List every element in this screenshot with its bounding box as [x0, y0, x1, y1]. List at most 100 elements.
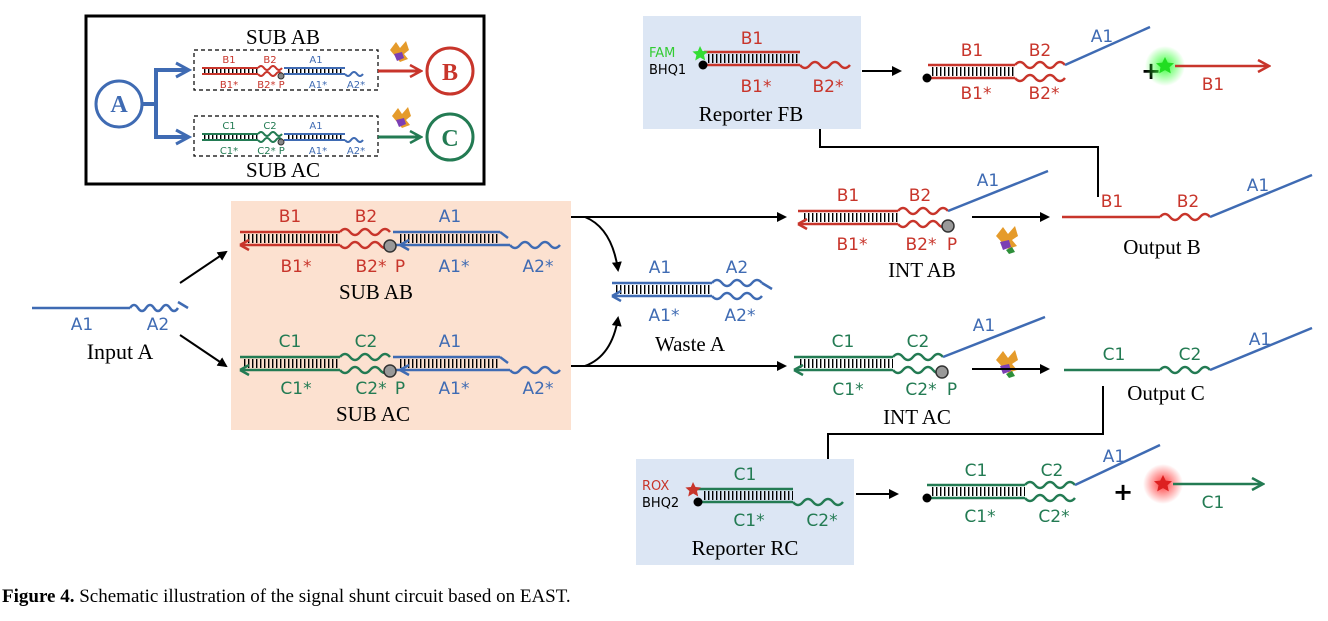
reporter-fb: FAM BHQ1 B1 B1* B2* Reporter FB	[649, 29, 851, 126]
legend-ac-a1: A1	[309, 121, 322, 132]
node-b-label: B	[442, 60, 458, 86]
waste-a: A1 A2 A1* A2* Waste A	[611, 258, 773, 356]
sub-ac-a2s: A2*	[523, 379, 554, 399]
product-rc-c2s: C2*	[1038, 507, 1069, 527]
node-b	[425, 46, 475, 96]
sub-ab-a2s: A2*	[523, 257, 554, 277]
sub-ac-c1s: C1*	[280, 379, 311, 399]
legend-box: SUB AB SUB AC A B1 B2 A1 B1* B2* P A1* A…	[84, 14, 486, 186]
legend-ac-a1s: A1*	[309, 146, 327, 157]
legend-ab-b1s: B1*	[220, 80, 238, 91]
diagram-canvas: SUB AB SUB AC A B1 B2 A1 B1* B2* P A1* A…	[32, 14, 1313, 565]
bhq1-label: BHQ1	[649, 63, 686, 78]
product-rc-c1s: C1*	[964, 507, 995, 527]
legend-title-ac: SUB AC	[246, 158, 320, 182]
legend-ab-b2sp: B2* P	[257, 80, 284, 91]
int-ab-a1: A1	[977, 171, 999, 191]
fam-star-icon	[1156, 57, 1174, 74]
output-b-b1: B1	[1101, 192, 1123, 212]
output-b-a1: A1	[1247, 176, 1269, 196]
reporter-rc: ROX BHQ2 C1 C1* C2* Reporter RC	[642, 465, 844, 560]
input-a1-label: A1	[71, 315, 93, 335]
sub-ab-b1s: B1*	[281, 257, 312, 277]
reporter-rc-c2s: C2*	[806, 511, 837, 531]
node-c	[425, 112, 475, 162]
input-a-title: Input A	[87, 339, 154, 364]
reporter-fb-b2s: B2*	[813, 77, 844, 97]
legend-ab-b2: B2	[263, 55, 276, 66]
caption-label: Figure 4.	[2, 586, 75, 607]
sub-ab: B1 B2 A1 B1* B2* P A1* A2* SUB AB	[239, 207, 561, 304]
product-rc-c2: C2	[1041, 461, 1064, 481]
product-fb-a1: A1	[1091, 27, 1113, 47]
sub-ac: C1 C2 A1 C1* C2* P A1* A2* SUB AC	[239, 332, 561, 426]
sub-ac-a1s: A1*	[439, 379, 470, 399]
sub-ab-title: SUB AB	[339, 280, 413, 304]
sub-ac-a1: A1	[439, 332, 461, 352]
int-ac-c1s: C1*	[832, 380, 863, 400]
enzyme-icon	[996, 226, 1018, 378]
product-fb-b1: B1	[961, 41, 983, 61]
legend-ac-a2s: A2*	[347, 146, 365, 157]
sub-ab-p: P	[395, 257, 405, 277]
rox-star-icon	[1154, 475, 1172, 492]
sub-ac-c1: C1	[279, 332, 302, 352]
int-ab-title: INT AB	[888, 258, 956, 282]
sub-ac-title: SUB AC	[336, 402, 410, 426]
fam-star-icon	[692, 46, 708, 61]
product-rc-a1: A1	[1103, 447, 1125, 467]
reporter-rc-c1s: C1*	[733, 511, 764, 531]
legend-ac-c1s: C1*	[220, 146, 238, 157]
int-ac-p: P	[947, 380, 957, 400]
input-a2-label: A2	[147, 315, 169, 335]
int-ac-c2s: C2*	[905, 380, 936, 400]
int-ab-b1: B1	[837, 186, 859, 206]
int-ab-p: P	[947, 235, 957, 255]
input-a: A1 A2 Input A	[32, 300, 189, 364]
sub-ab-b1: B1	[279, 207, 301, 227]
output-c-a1: A1	[1249, 330, 1271, 350]
int-ab-b2s: B2*	[906, 235, 937, 255]
node-a-label: A	[110, 92, 128, 118]
int-ab: B1 B2 A1 B1* B2* P INT AB	[797, 169, 1049, 282]
int-ac-a1: A1	[973, 316, 995, 336]
reporter-fb-box	[643, 16, 861, 129]
figure-caption: Figure 4. Schematic illustration of the …	[2, 586, 1322, 608]
rox-star-icon	[685, 482, 701, 497]
product-rc-c1: C1	[965, 461, 988, 481]
reporter-rc-box	[636, 459, 854, 565]
sub-ac-c2s: C2*	[355, 379, 386, 399]
legend-ab-a1: A1	[309, 55, 322, 66]
legend-ac-c2sp: C2* P	[257, 146, 285, 157]
legend-title-ab: SUB AB	[246, 25, 320, 49]
waste-a1: A1	[649, 258, 671, 278]
output-b-title: Output B	[1123, 235, 1201, 259]
output-b: B1 B2 A1 Output B	[1062, 173, 1313, 259]
bhq2-label: BHQ2	[642, 496, 679, 511]
output-c-c1: C1	[1103, 345, 1126, 365]
int-ac-c2: C2	[907, 332, 930, 352]
sub-ab-a1s: A1*	[439, 257, 470, 277]
sub-ac-p: P	[395, 379, 405, 399]
caption-text: Schematic illustration of the signal shu…	[74, 586, 571, 607]
reporter-fb-b1s: B1*	[741, 77, 772, 97]
enzyme-icon	[390, 41, 411, 128]
sub-ab-b2s: B2*	[356, 257, 387, 277]
legend-ab-a2s: A2*	[347, 80, 365, 91]
int-ac: C1 C2 A1 C1* C2* P INT AC	[793, 315, 1046, 429]
output-c-title: Output C	[1127, 381, 1205, 405]
legend-ac-c2: C2	[263, 121, 276, 132]
rox-label: ROX	[642, 479, 669, 494]
waste-a2: A2	[726, 258, 748, 278]
product-fb-b2: B2	[1029, 41, 1051, 61]
int-ab-b1s: B1*	[837, 235, 868, 255]
reporter-rc-c1: C1	[734, 465, 757, 485]
sub-ab-a1: A1	[439, 207, 461, 227]
waste-a2s: A2*	[725, 306, 756, 326]
fam-label: FAM	[649, 46, 675, 61]
product-rc: C1 C2 A1 C1* C2* + C1	[922, 443, 1263, 527]
reporter-fb-b1: B1	[741, 29, 763, 49]
output-c-c2: C2	[1179, 345, 1202, 365]
reporter-fb-title: Reporter FB	[699, 102, 803, 126]
product-fb: B1 B2 A1 B1* B2* + B1	[922, 25, 1269, 104]
